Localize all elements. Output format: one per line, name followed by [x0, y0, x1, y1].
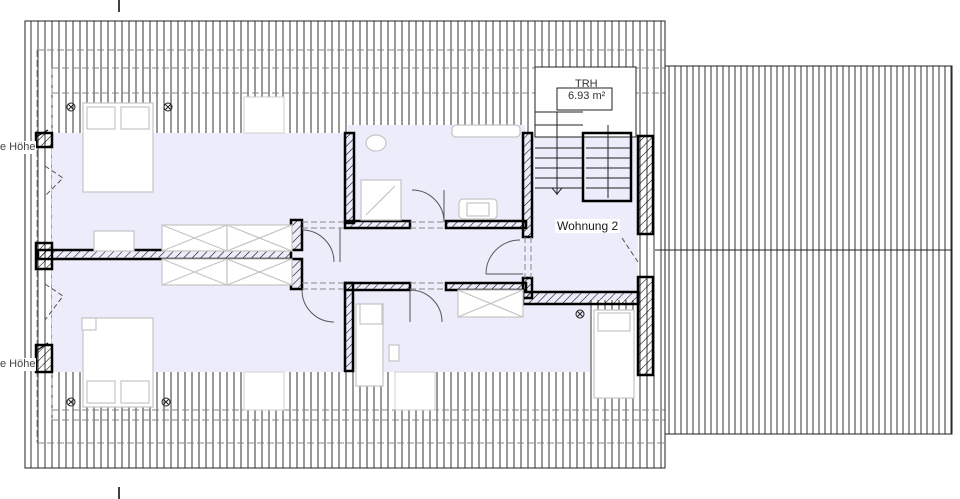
openings [302, 221, 532, 290]
stair-area-label: 6.93 m² [568, 90, 606, 102]
furniture [81, 102, 635, 408]
height-label-top: e Höhe [0, 141, 37, 154]
height-markers [35, 129, 49, 352]
dormer-openings [243, 96, 436, 411]
ceiling-lights [66, 102, 585, 407]
height-label-bottom: e Höhe [0, 358, 37, 371]
unit-label: Wohnung 2 [555, 219, 621, 233]
annex-roof [655, 65, 953, 435]
stair-code-label: TRH [575, 78, 598, 90]
walls [34, 131, 655, 377]
door-swings [44, 165, 639, 323]
staircase [534, 66, 637, 203]
